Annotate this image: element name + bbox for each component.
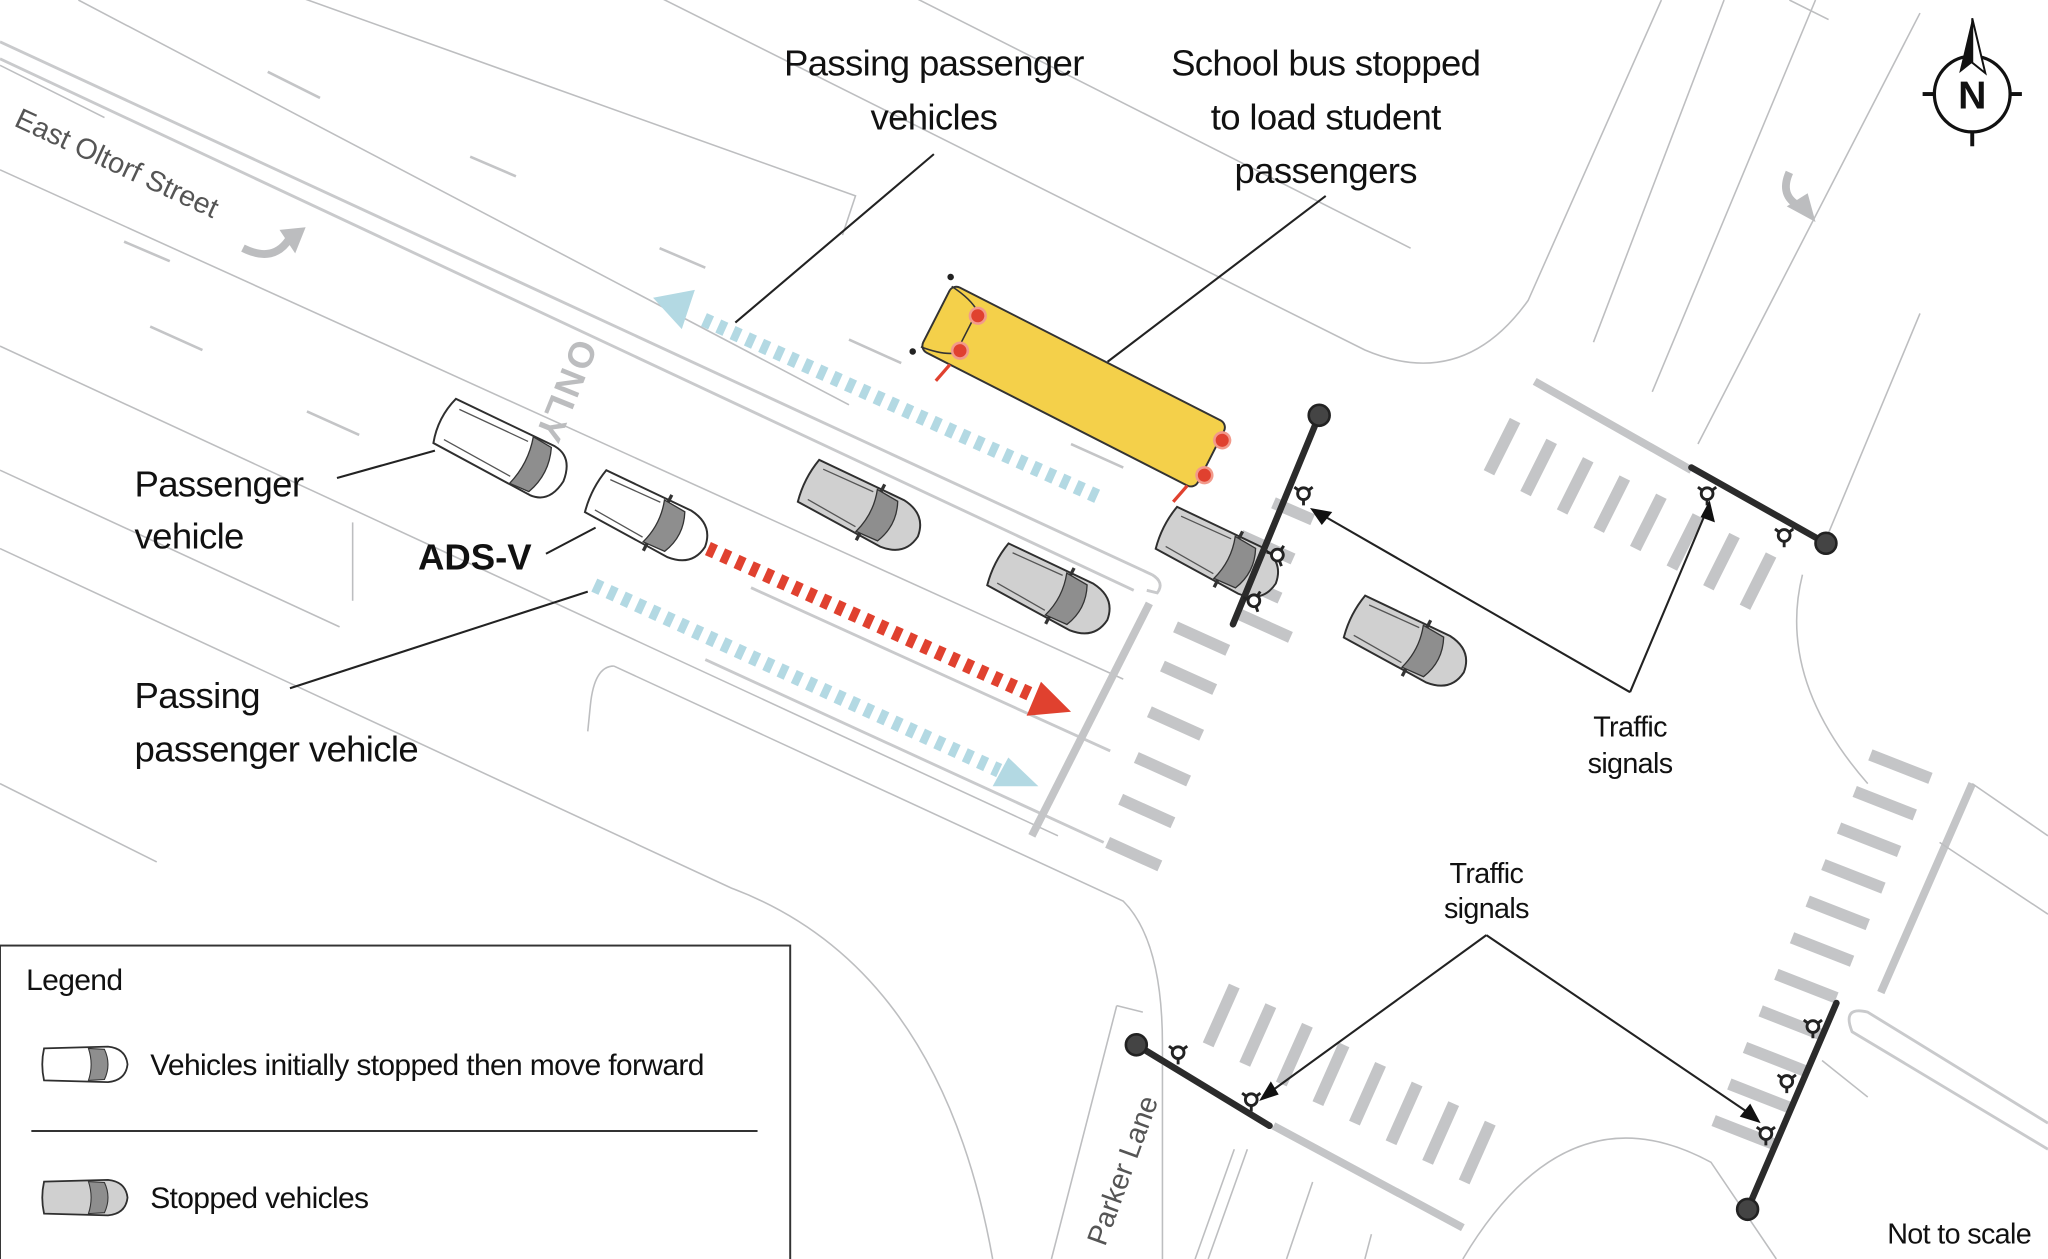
gray-car-icon (41, 1178, 129, 1217)
svg-text:School bus stopped: School bus stopped (1171, 43, 1480, 84)
callout-ads-v: ADS-V (418, 536, 532, 577)
crosswalk-east (1711, 749, 1933, 1150)
callout-school-bus: School bus stopped to load student passe… (1171, 43, 1481, 191)
street-name-parker-lane: Parker Lane (1081, 1092, 1165, 1250)
svg-text:Passing: Passing (135, 675, 260, 716)
svg-text:Passenger: Passenger (135, 463, 304, 504)
svg-text:N: N (1958, 74, 1986, 117)
crosswalk-north (1483, 417, 1777, 610)
svg-text:vehicles: vehicles (870, 96, 997, 137)
callout-passing-vehicle-bottom: Passing passenger vehicle (135, 675, 419, 770)
only-lane-marking: ONLY (527, 334, 606, 450)
turn-arrow-west (241, 227, 306, 258)
school-bus (909, 273, 1232, 503)
stopped-car-4 (1336, 586, 1480, 702)
callout-traffic-signals-bottom: Traffic signals (1444, 858, 1530, 925)
svg-text:Vehicles initially stopped the: Vehicles initially stopped then move for… (150, 1049, 704, 1082)
white-car-icon (41, 1045, 129, 1084)
ads-v-vehicle (578, 461, 721, 576)
ads-v-path-arrow (704, 541, 1072, 716)
svg-text:passengers: passengers (1234, 150, 1416, 191)
not-to-scale-note: Not to scale (1887, 1218, 2031, 1250)
stopped-car-1 (790, 450, 934, 566)
north-compass-icon: N (1922, 18, 2022, 147)
svg-text:vehicle: vehicle (135, 516, 244, 557)
callout-passing-vehicles-top: Passing passenger vehicles (784, 43, 1085, 138)
callout-passenger-vehicle: Passenger vehicle (135, 463, 305, 557)
traffic-signal-north (1688, 464, 1838, 556)
svg-text:Stopped vehicles: Stopped vehicles (150, 1182, 368, 1215)
svg-text:Traffic: Traffic (1593, 712, 1667, 744)
turn-arrow-north (1782, 170, 1816, 223)
street-name-east-oltorf: East Oltorf Street (10, 103, 223, 225)
svg-text:to load student: to load student (1211, 96, 1441, 137)
legend-title: Legend (26, 964, 122, 997)
passing-path-bottom-arrow (591, 578, 1039, 787)
traffic-signal-south (1124, 1033, 1273, 1130)
legend-item-moving: Vehicles initially stopped then move for… (41, 1045, 704, 1084)
leader-lines (289, 153, 1761, 1124)
legend-item-stopped: Stopped vehicles (41, 1178, 369, 1217)
crosswalk-south (1202, 983, 1496, 1185)
callout-traffic-signals-right: Traffic signals (1588, 712, 1674, 781)
svg-text:passenger vehicle: passenger vehicle (135, 728, 419, 769)
svg-text:signals: signals (1588, 748, 1673, 780)
passenger-vehicle-white (432, 397, 568, 499)
passing-path-top-arrow (653, 289, 1101, 503)
svg-text:signals: signals (1444, 893, 1529, 925)
traffic-signal-east (1735, 999, 1840, 1222)
svg-text:Passing passenger: Passing passenger (784, 43, 1084, 84)
traffic-signal-west (1229, 403, 1331, 628)
svg-text:Traffic: Traffic (1450, 858, 1524, 890)
legend-box: Legend Vehicles initially stopped then m… (0, 944, 792, 1259)
